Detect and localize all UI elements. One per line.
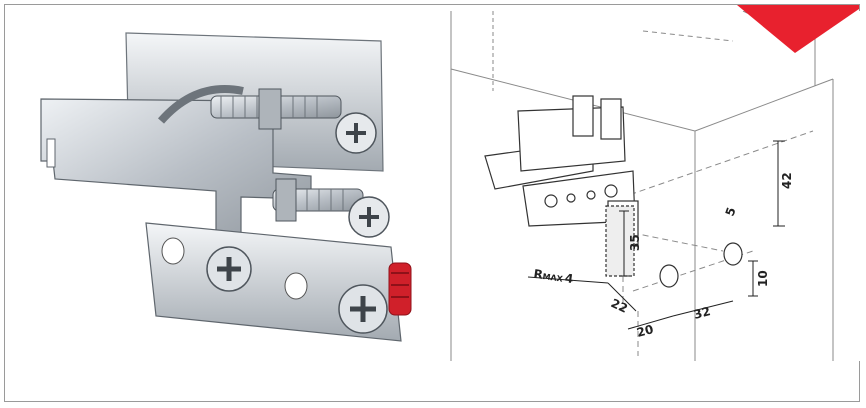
screw-icon <box>206 246 252 292</box>
svg-text:RMAX4: RMAX4 <box>533 267 574 286</box>
red-stopper <box>388 262 412 316</box>
technical-drawing: 42 35 10 22 20 32 5 RMAX4 <box>433 11 863 361</box>
dim-35: 35 <box>628 234 642 251</box>
product-photo <box>11 11 431 356</box>
dim-22: 22 <box>609 296 630 316</box>
radius-label: RMAX4 <box>533 267 574 286</box>
corner-ribbon <box>737 5 859 53</box>
dim-42: 42 <box>780 172 794 189</box>
adjustment-screw-bottom <box>272 178 390 238</box>
screw-icon <box>338 284 388 334</box>
dim-32: 32 <box>692 304 712 322</box>
dim-10: 10 <box>756 270 770 287</box>
adjustment-screw-top <box>210 88 377 154</box>
dim-20: 20 <box>635 322 655 340</box>
image-frame: 42 35 10 22 20 32 5 RMAX4 <box>4 4 863 402</box>
dim-5: 5 <box>723 205 739 218</box>
